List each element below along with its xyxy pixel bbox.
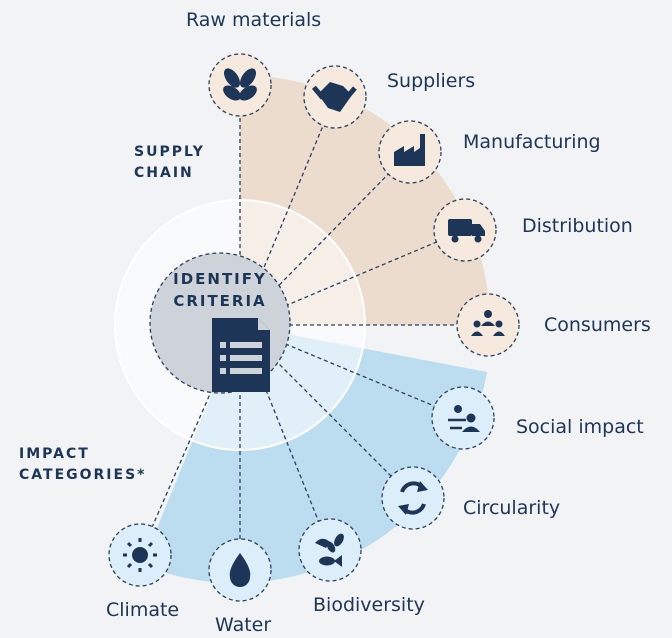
- label-water: Water: [215, 614, 272, 636]
- connector-circularity: [239, 324, 414, 499]
- label-distribution: Distribution: [522, 215, 633, 237]
- center-title-line1: IDENTIFY: [173, 270, 267, 288]
- impact-categories-heading-line1: IMPACT: [19, 446, 90, 462]
- node-circularity: [381, 466, 445, 530]
- people-group-icon: [471, 310, 505, 336]
- truck-icon: [448, 219, 485, 243]
- connector-manufacturing: [239, 151, 411, 326]
- center-halo-outer: [114, 199, 366, 451]
- supply-chain-heading-line1: SUPPLY: [134, 144, 205, 160]
- impact-categories-heading-line2: CATEGORIES*: [19, 467, 147, 483]
- supply-chain-heading: SUPPLY CHAIN: [134, 142, 205, 184]
- node-social-impact: [431, 386, 495, 450]
- document-list-icon: [212, 318, 270, 392]
- connector-suppliers: [239, 96, 336, 326]
- water-drop-icon: [229, 553, 251, 587]
- connector-social-impact: [239, 324, 464, 419]
- leaves-icon: [223, 68, 257, 101]
- label-raw-materials: Raw materials: [186, 9, 322, 31]
- label-manufacturing: Manufacturing: [463, 131, 601, 153]
- sun-icon: [123, 538, 157, 572]
- connector-biodiversity: [239, 324, 331, 551]
- factory-icon: [394, 134, 425, 166]
- node-raw-materials: [208, 53, 272, 117]
- connector-distribution: [239, 229, 466, 326]
- center-title: IDENTIFY CRITERIA: [150, 268, 290, 312]
- label-suppliers: Suppliers: [387, 70, 476, 92]
- label-social-impact: Social impact: [516, 416, 644, 438]
- label-climate: Climate: [106, 599, 180, 621]
- label-consumers: Consumers: [544, 314, 651, 336]
- bird-plant-fish-icon: [315, 533, 344, 567]
- impact-categories-heading: IMPACT CATEGORIES*: [19, 444, 147, 486]
- social-people-icon: [448, 405, 480, 432]
- supply-chain-heading-line2: CHAIN: [134, 165, 194, 181]
- center-title-line2: CRITERIA: [173, 292, 267, 310]
- label-circularity: Circularity: [463, 497, 561, 519]
- handshake-icon: [311, 82, 357, 112]
- label-biodiversity: Biodiversity: [313, 594, 425, 616]
